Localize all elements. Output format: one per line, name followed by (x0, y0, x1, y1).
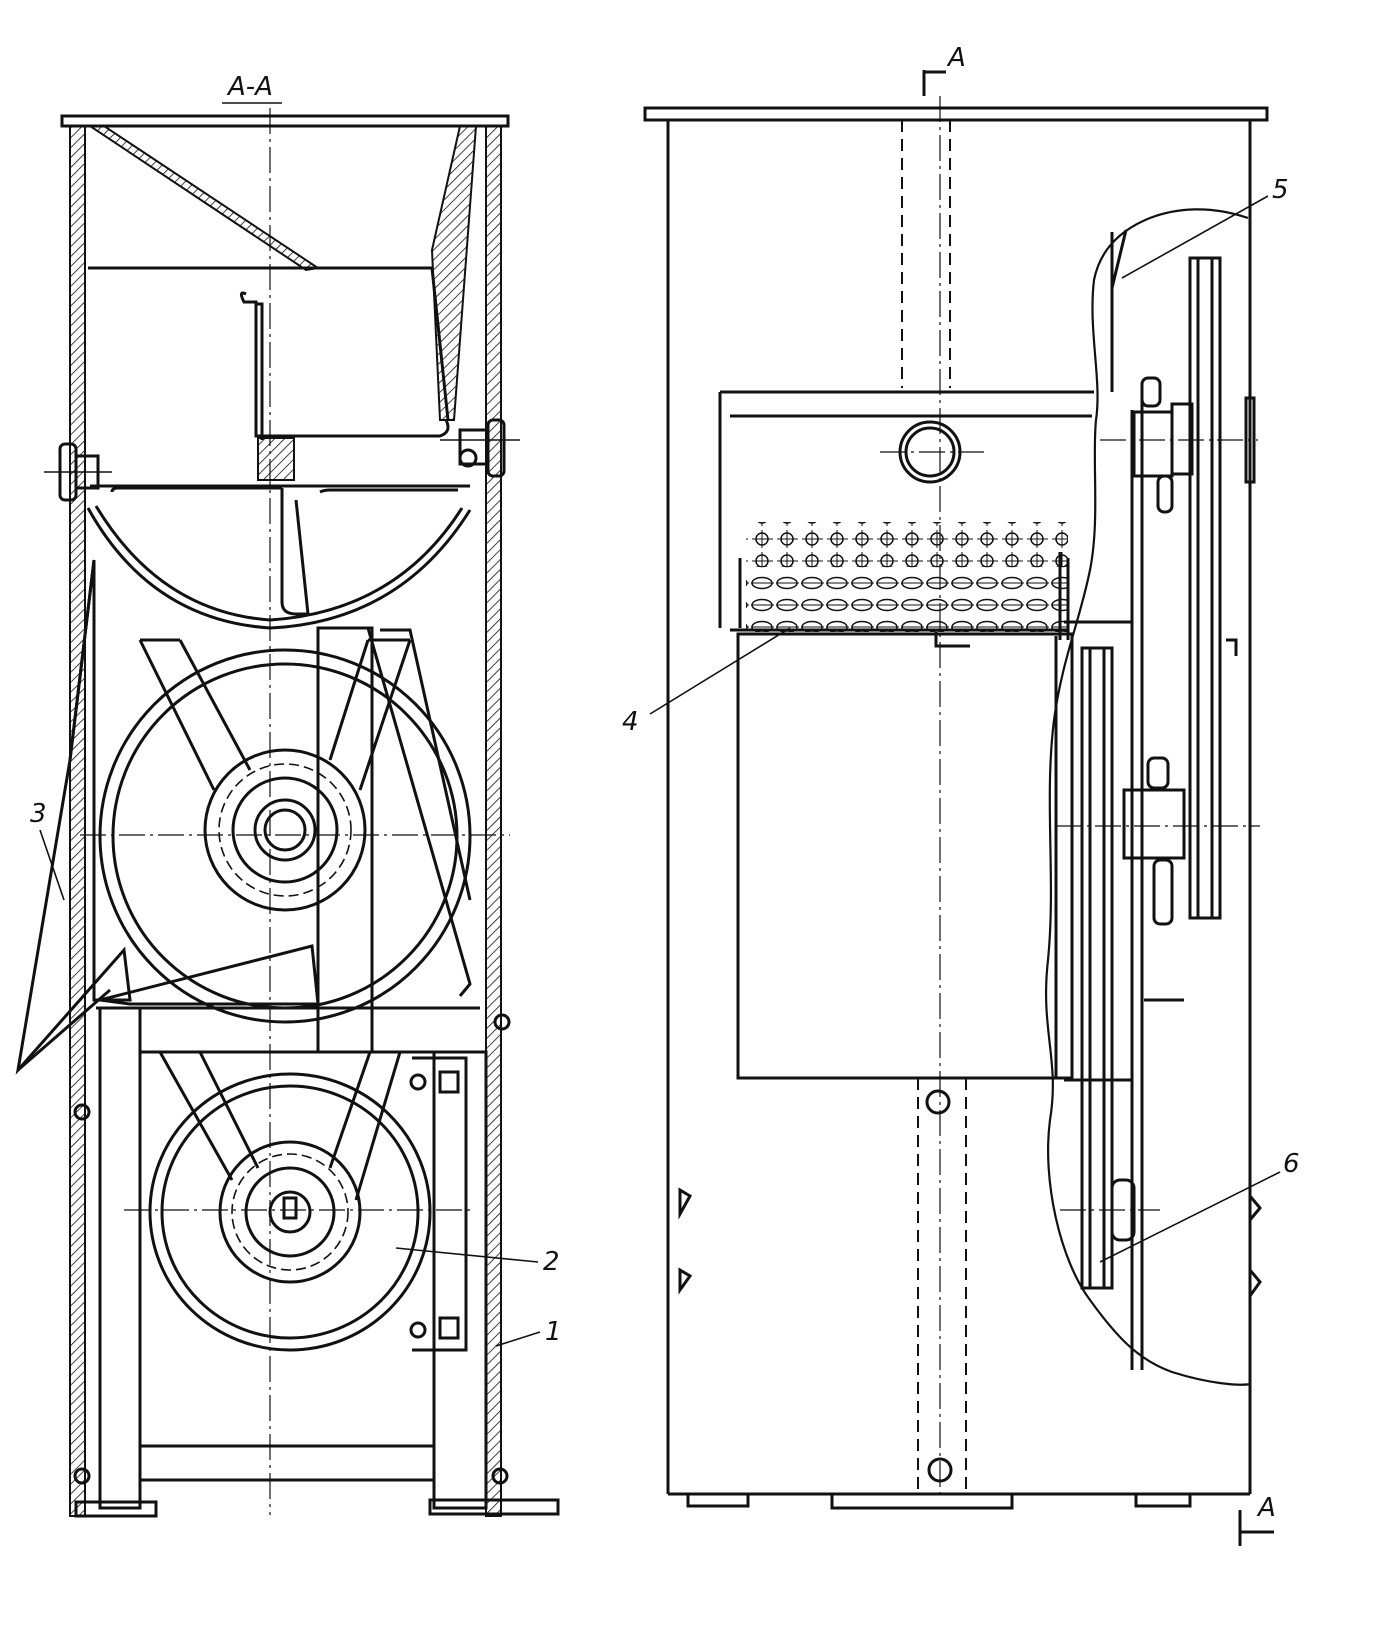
hopper-right-slope (430, 125, 478, 421)
gate-block (257, 437, 295, 481)
right-wall (485, 125, 502, 1517)
left-wall (69, 125, 86, 1517)
callout-6: 6 (1283, 1149, 1300, 1179)
middle-bearing[interactable] (1122, 788, 1186, 860)
callout-2: 2 (543, 1247, 560, 1277)
upper-bearing[interactable] (1132, 410, 1174, 478)
upper-pulley (1188, 256, 1222, 920)
right-adjust-knob[interactable] (440, 418, 520, 478)
lower-pulley (1080, 646, 1114, 1290)
lower-drum (148, 1072, 432, 1352)
callout-5: 5 (1272, 175, 1289, 205)
perforated-sieve-oval (746, 566, 1068, 632)
callout-3: 3 (30, 799, 47, 829)
section-view: А-А (15, 72, 560, 1518)
cutaway-outline (1044, 208, 1251, 1386)
top-flange (60, 114, 510, 128)
callouts-right: 4 5 6 (622, 175, 1300, 1263)
sieve-housing (718, 390, 1094, 628)
right-leg (432, 1050, 488, 1510)
left-leg (98, 1006, 142, 1510)
hopper-left-slope (86, 125, 321, 272)
callout-4: 4 (622, 707, 639, 737)
perforated-sieve (746, 522, 1068, 566)
right-foot (428, 1498, 560, 1516)
cut-marker-top: А (946, 43, 966, 73)
upper-drum (98, 648, 472, 1024)
feed-gate-lever (239, 291, 450, 438)
callout-1: 1 (545, 1317, 562, 1347)
upper-belt (138, 638, 412, 791)
callouts-left: 3 2 1 (30, 799, 562, 1347)
left-foot (74, 1500, 158, 1518)
section-title: А-А (226, 72, 273, 102)
left-adjust-knob[interactable] (44, 442, 112, 502)
front-top-flange (643, 106, 1269, 122)
cut-marker-bottom: А (1256, 1493, 1276, 1523)
lower-bin (736, 632, 1074, 1080)
front-view: А (643, 43, 1276, 1546)
lower-belt (158, 1051, 402, 1201)
